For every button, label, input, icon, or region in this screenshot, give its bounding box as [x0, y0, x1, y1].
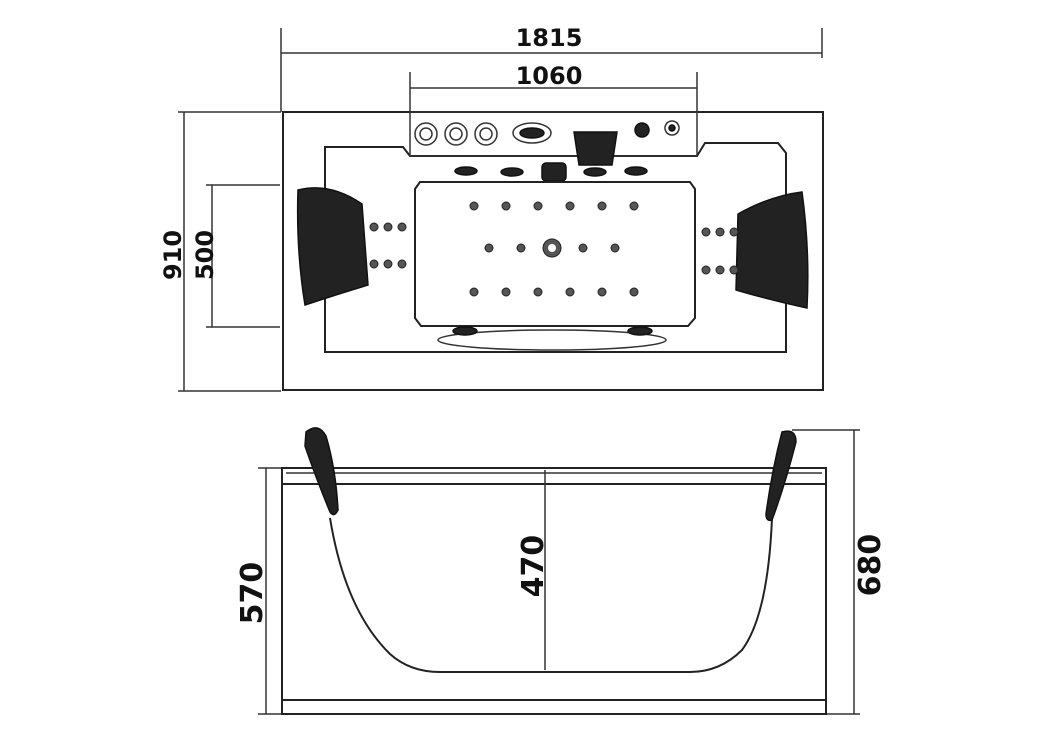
jet-icon	[484, 243, 494, 253]
jet-icon	[578, 243, 588, 253]
overall-length-label: 1815	[516, 24, 583, 52]
control-panel	[409, 111, 698, 166]
jet-icon	[565, 201, 575, 211]
tub-side-body	[281, 467, 827, 715]
right-side-headrest-icon	[765, 430, 797, 522]
jet-icon	[715, 265, 725, 275]
control-panel-dimension: 1060	[409, 62, 698, 112]
control-panel-label: 1060	[516, 62, 583, 90]
jet-icon	[397, 259, 407, 269]
inner-width-dimension: 500	[191, 184, 280, 328]
jet-icon	[516, 243, 526, 253]
jet-icon	[610, 243, 620, 253]
overall-width-dimension: 910	[159, 111, 281, 392]
jet-icon	[383, 259, 393, 269]
control-knob-icon	[444, 122, 468, 146]
tub-height-label: 570	[235, 562, 270, 625]
tub-height-dimension: 570	[235, 467, 282, 715]
jet-icon	[701, 227, 711, 237]
right-headrest-icon	[735, 191, 809, 309]
overflow-icon	[437, 329, 667, 351]
basin-depth-label: 470	[516, 535, 551, 598]
jet-icon	[501, 201, 511, 211]
jet-icon	[565, 287, 575, 297]
headrest-height-label: 680	[853, 534, 888, 597]
jet-icon	[533, 201, 543, 211]
jet-icon	[597, 287, 607, 297]
jet-icon	[533, 287, 543, 297]
overall-length-dimension: 1815	[280, 24, 823, 112]
jet-icon	[501, 287, 511, 297]
jet-icon	[729, 265, 739, 275]
filler-fittings	[454, 162, 648, 182]
jet-icon	[701, 265, 711, 275]
button-icon	[664, 120, 680, 136]
jets-group	[369, 201, 739, 297]
jet-icon	[469, 201, 479, 211]
inner-width-label: 500	[191, 230, 219, 280]
jet-icon	[469, 287, 479, 297]
tub-inner-deck	[324, 142, 787, 353]
jet-icon	[629, 201, 639, 211]
left-side-headrest-icon	[304, 427, 339, 516]
control-knob-icon	[474, 122, 498, 146]
jet-icon	[597, 201, 607, 211]
jet-icon	[715, 227, 725, 237]
overall-width-label: 910	[159, 230, 187, 280]
side-view: 570 680 470	[235, 427, 888, 715]
display-screen-icon	[573, 131, 618, 166]
jet-icon	[629, 287, 639, 297]
jet-icon	[397, 222, 407, 232]
tub-basin	[414, 181, 696, 327]
left-headrest-icon	[296, 187, 369, 306]
button-icon	[634, 122, 650, 138]
tub-side-basin	[329, 517, 773, 673]
jet-icon	[369, 259, 379, 269]
jet-icon	[369, 222, 379, 232]
jet-icon	[729, 227, 739, 237]
control-knob-icon	[414, 122, 438, 146]
speaker-icon	[512, 122, 552, 144]
jet-icon	[383, 222, 393, 232]
top-view: 1815 1060 910 500	[159, 24, 824, 392]
headrest-height-dimension: 680	[792, 429, 888, 715]
